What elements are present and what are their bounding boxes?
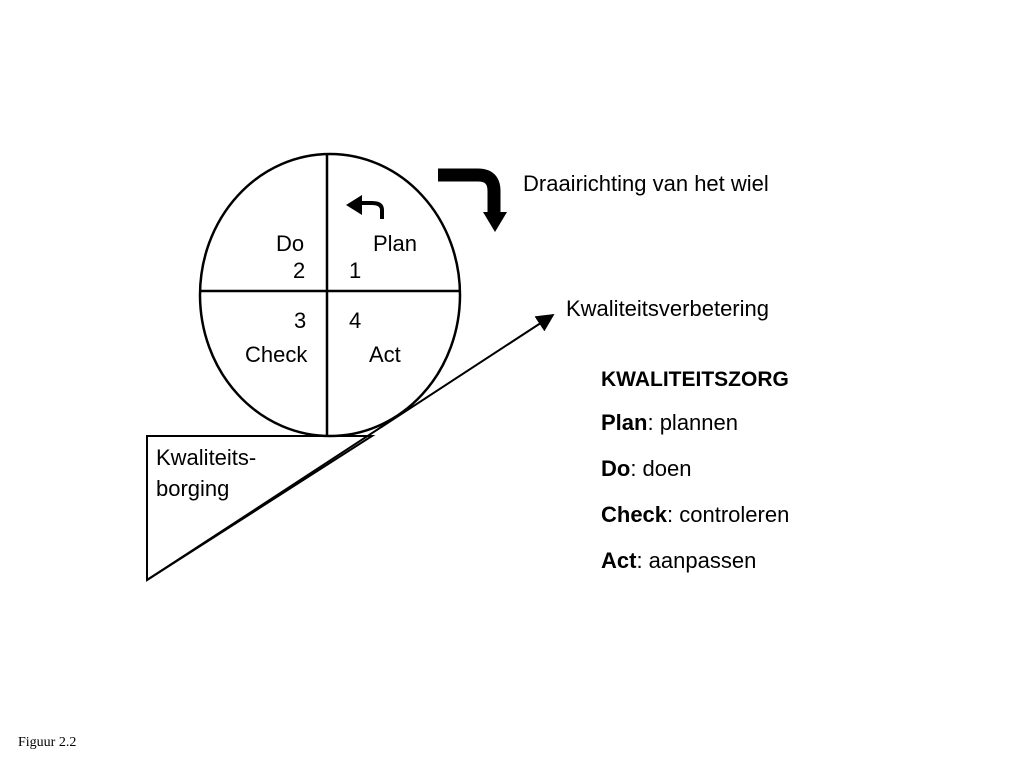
- legend-definition: : plannen: [647, 410, 738, 435]
- quadrant-do-label: Do: [276, 231, 305, 256]
- pdca-wheel: [198, 152, 462, 438]
- legend-item-act: Act: aanpassen: [601, 548, 756, 574]
- curved-arrow-icon: [438, 168, 507, 232]
- improvement-slope-arrow: [146, 314, 555, 581]
- quality-assurance-label-line1: Kwaliteits-: [156, 445, 257, 470]
- quadrant-act-number: 4: [349, 308, 362, 333]
- quality-improvement-label: Kwaliteitsverbetering: [566, 296, 769, 321]
- legend-item-plan: Plan: plannen: [601, 410, 738, 436]
- legend-definition: : aanpassen: [636, 548, 757, 573]
- rotation-arrow-icon: [346, 195, 384, 219]
- legend-item-do: Do: doen: [601, 456, 692, 482]
- legend-term: Do: [601, 456, 631, 481]
- quadrant-act-label: Act: [369, 342, 401, 367]
- legend-term: Act: [601, 548, 637, 573]
- legend-definition: : controleren: [667, 502, 790, 527]
- legend-item-check: Check: controleren: [601, 502, 789, 528]
- quadrant-check-label: Check: [245, 342, 308, 367]
- quadrant-check-number: 3: [294, 308, 307, 333]
- quality-assurance-label-line2: borging: [156, 476, 230, 501]
- figure-caption: Figuur 2.2: [18, 735, 77, 750]
- assurance-wedge: [146, 435, 376, 582]
- rotation-direction-label: Draairichting van het wiel: [523, 171, 769, 196]
- legend-heading: KWALITEITSZORG: [601, 368, 789, 391]
- quadrant-plan-label: Plan: [373, 231, 418, 256]
- legend-definition: : doen: [630, 456, 692, 481]
- quadrant-plan-number: 1: [349, 258, 362, 283]
- legend-term: Plan: [601, 410, 648, 435]
- quadrant-do-number: 2: [293, 258, 306, 283]
- legend-term: Check: [601, 502, 668, 527]
